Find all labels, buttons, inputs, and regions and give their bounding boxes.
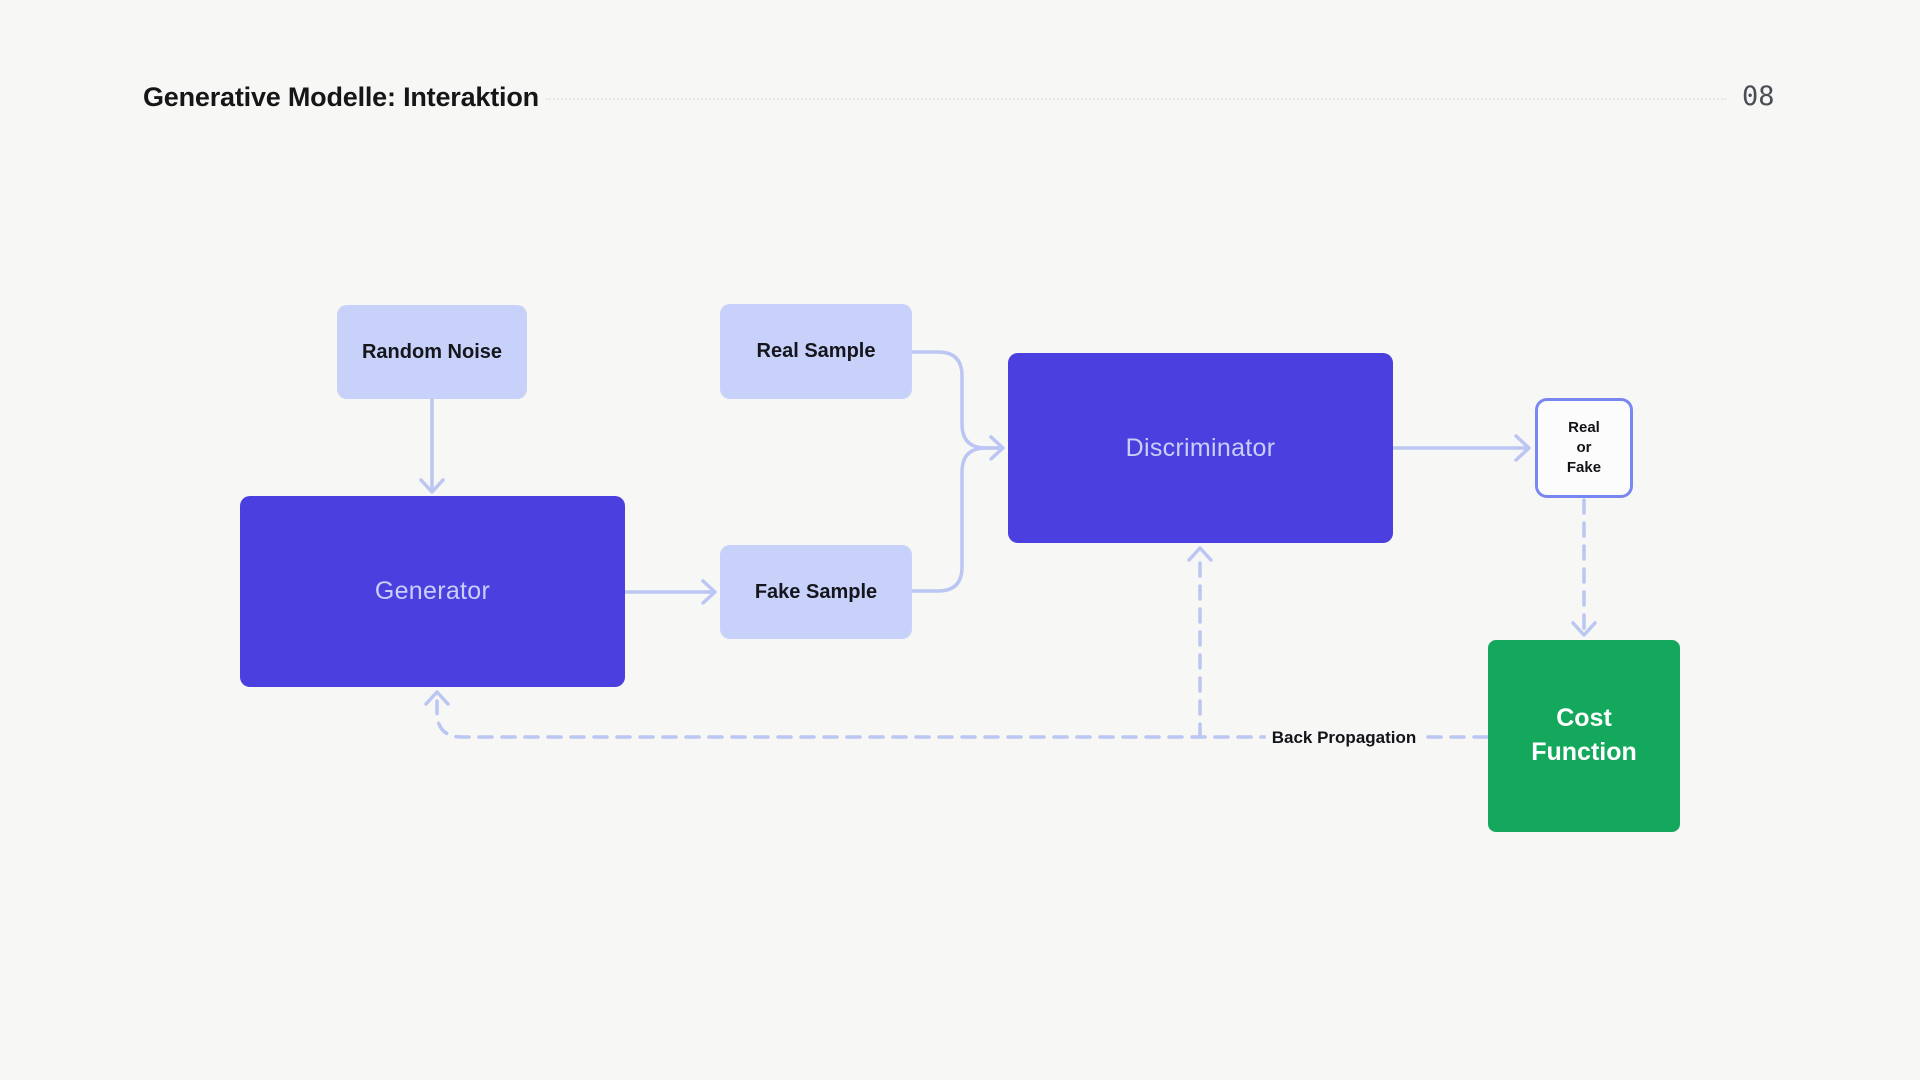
edge-backprop-left-segment [435,699,1276,739]
node-real-or-fake: Real or Fake [1535,398,1633,498]
real-or-fake-line3: Fake [1566,458,1602,476]
real-or-fake-line2: or [1576,439,1592,457]
header-divider [546,98,1726,100]
back-propagation-label: Back Propagation [1265,728,1423,748]
node-random-noise-label: Random Noise [361,340,503,363]
node-real-or-fake-label: Real or Fake [1567,418,1601,477]
node-random-noise: Random Noise [337,305,527,399]
arrowhead-down-cost-top [1571,621,1597,637]
node-discriminator-label: Discriminator [1125,433,1276,462]
node-generator-label: Generator [374,577,491,605]
edge-real-to-discriminator [910,350,1000,450]
node-real-sample: Real Sample [720,304,912,399]
page-number: 08 [1742,81,1775,112]
arrowhead-right-discriminator-left [989,435,1005,461]
node-fake-sample-label: Fake Sample [754,580,878,603]
node-cost-function-label: Cost Function [1531,702,1637,770]
node-cost-function: Cost Function [1488,640,1680,832]
page-title: Generative Modelle: Interaktion [143,82,539,112]
arrowhead-right-realorfake-left [1514,434,1531,462]
node-discriminator: Discriminator [1008,353,1393,543]
real-or-fake-line1: Real [1568,419,1600,437]
arrowhead-up-generator-bottom [424,690,450,706]
edge-fake-to-discriminator [910,446,1000,593]
arrowhead-down-generator-top [419,478,445,494]
node-real-sample-label: Real Sample [756,340,876,362]
node-generator: Generator [240,496,625,687]
cost-function-line1: Cost [1556,704,1612,733]
arrowhead-up-discriminator-bottom [1187,546,1213,562]
arrowhead-right-fake-sample [701,579,717,605]
cost-function-line2: Function [1531,738,1637,766]
node-fake-sample: Fake Sample [720,545,912,639]
